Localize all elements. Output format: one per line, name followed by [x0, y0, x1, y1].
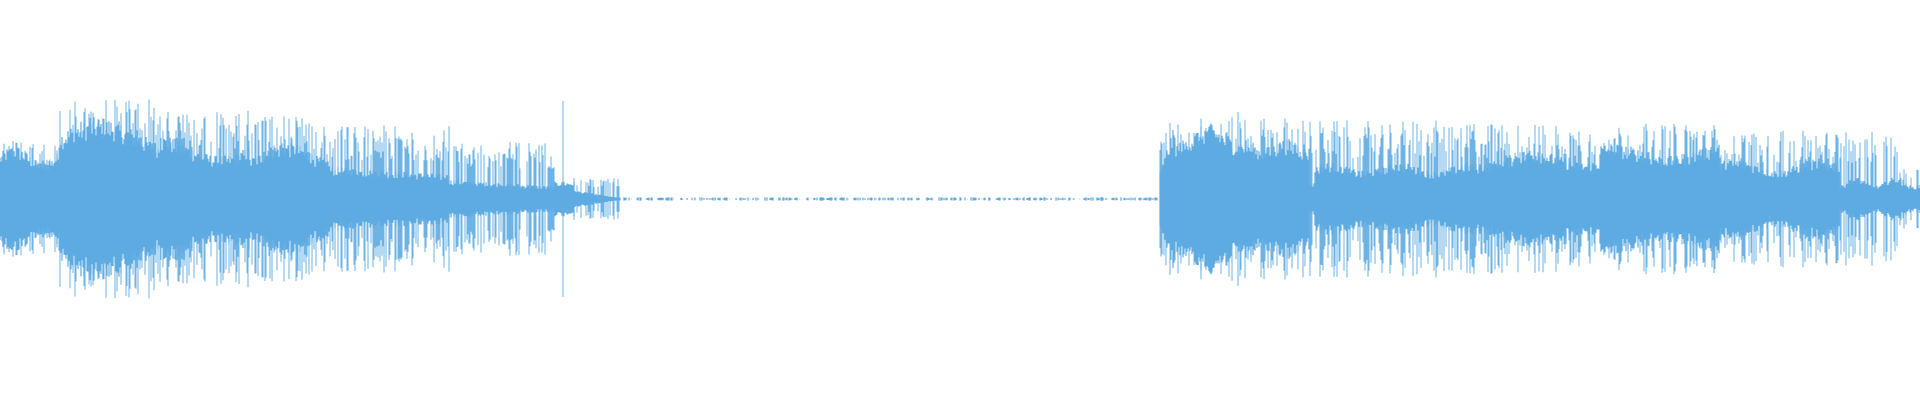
waveform-spikes-path — [0, 99, 1919, 299]
waveform-spikes — [0, 99, 1919, 299]
